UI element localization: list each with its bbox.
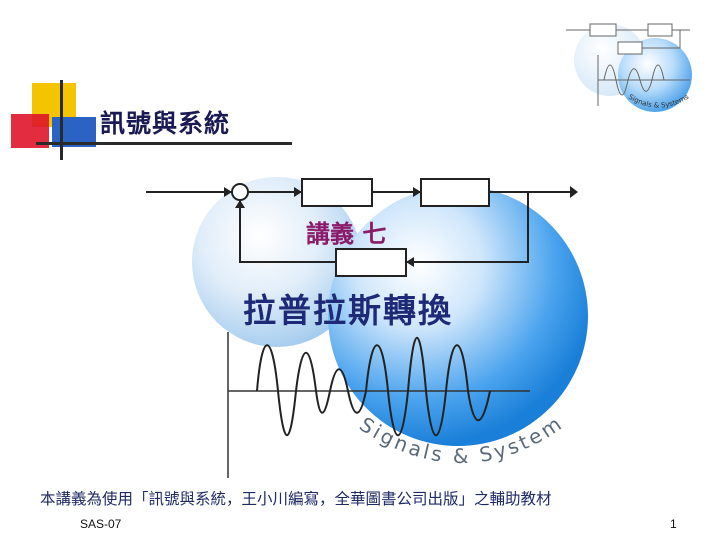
lecture-label: 講義 七 [306,219,387,248]
slide-code: SAS-07 [80,517,122,531]
logo-text: Signals & Systems [627,93,690,110]
accent-vertical-line [60,80,63,160]
footnote: 本講義為使用「訊號與系統，王小川編寫，全華圖書公司出版」之輔助教材 [40,490,552,508]
accent-horizontal-line [36,142,292,145]
topic-title: 拉普拉斯轉換 [243,291,453,330]
page-number: 1 [670,517,677,531]
course-title: 訊號與系統 [100,109,231,138]
watermark-text: Signals & Systems [0,0,565,468]
logo-graphic [566,23,692,112]
